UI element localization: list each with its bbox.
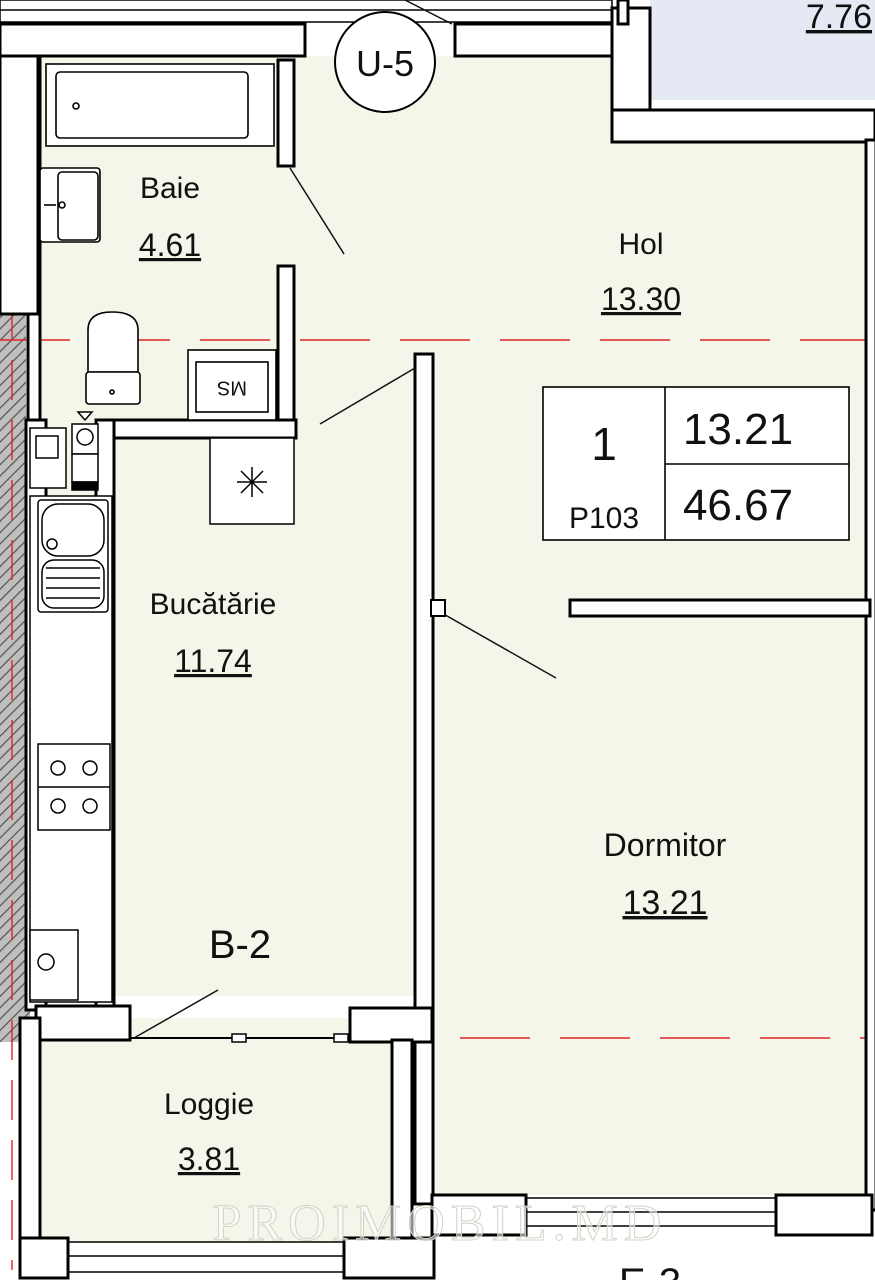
kitchen-counter (29, 495, 113, 1003)
watermark: PROIMOBIL.MD (213, 1195, 668, 1252)
room-area-baie: 4.61 (139, 227, 201, 263)
windows (0, 0, 777, 1273)
bathtub (45, 63, 275, 147)
summary-rooms-count: 1 (591, 418, 617, 470)
bathroom-sink (39, 167, 101, 243)
room-area-dormitor: 13.21 (622, 884, 707, 922)
summary-table (542, 386, 850, 541)
bottom-marker: E-3 (619, 1261, 681, 1280)
room-name-dormitor: Dormitor (604, 827, 727, 863)
door-stop (430, 599, 446, 617)
room-area-hol: 13.30 (601, 281, 681, 317)
room-name-loggie: Loggie (164, 1088, 254, 1121)
room-area-loggie: 3.81 (178, 1141, 240, 1177)
washing-machine: MS (187, 349, 277, 421)
door-swings (133, 0, 557, 1039)
neighbour-zone (650, 0, 875, 100)
room-name-bucatarie: Bucătărie (150, 588, 277, 621)
room-name-baie: Baie (140, 172, 200, 205)
ventilation-shaft (209, 437, 295, 525)
hatched-column-left (0, 310, 26, 1010)
summary-apartment-code: P103 (569, 502, 639, 535)
summary-total-area: 46.67 (683, 481, 793, 530)
corner-value: 7.76 (806, 0, 872, 36)
unit-marker: U-5 (356, 43, 414, 84)
room-name-hol: Hol (618, 228, 663, 261)
summary-living-area: 13.21 (683, 405, 793, 454)
washing-machine-label: MS (217, 377, 247, 399)
utility-fixtures (29, 411, 99, 491)
toilet (85, 311, 141, 405)
unit-marker-circle (334, 11, 436, 113)
room-area-bucatarie: 11.74 (174, 643, 252, 679)
balcony-marker: B-2 (209, 923, 271, 967)
